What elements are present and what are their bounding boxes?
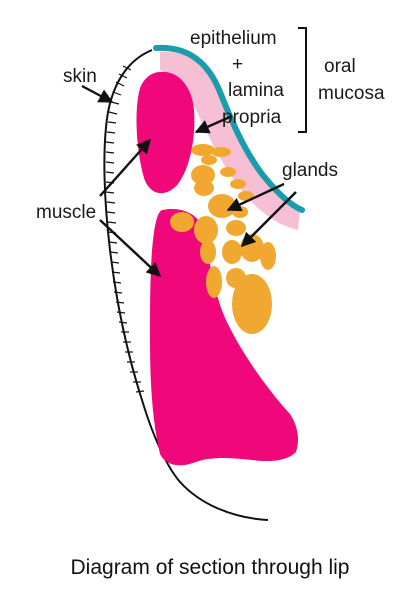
muscle-lower	[150, 208, 298, 466]
skin-arrow	[81, 84, 114, 104]
propria-label: propria	[222, 107, 282, 128]
lamina-propria-layer	[160, 51, 300, 230]
skin-hairs	[105, 65, 145, 393]
glands-arrow-2	[240, 191, 297, 248]
diagram-caption: Diagram of section through lip	[70, 556, 350, 579]
muscle-label: muscle	[36, 202, 96, 223]
skin-outline	[103, 49, 269, 521]
mucosa-label: mucosa	[318, 83, 385, 104]
glands	[170, 144, 276, 334]
lip-section-diagram: skin muscle epithelium + lamina propria …	[36, 27, 385, 521]
epithelium-label: epithelium	[190, 28, 277, 49]
skin-label: skin	[63, 66, 97, 87]
plus-label: +	[232, 54, 243, 75]
oral-mucosa-bracket	[298, 27, 307, 133]
glands-arrow-1	[226, 182, 285, 212]
muscle-arrow-upper	[99, 138, 151, 197]
pointer-arrows	[81, 84, 297, 277]
glands-label: glands	[282, 160, 338, 181]
oral-label: oral	[324, 56, 356, 77]
muscle-upper	[136, 71, 195, 194]
propria-arrow	[194, 114, 233, 134]
lamina-label: lamina	[228, 80, 284, 101]
epithelium-layer	[153, 44, 305, 213]
muscle-arrow-lower	[99, 219, 162, 277]
